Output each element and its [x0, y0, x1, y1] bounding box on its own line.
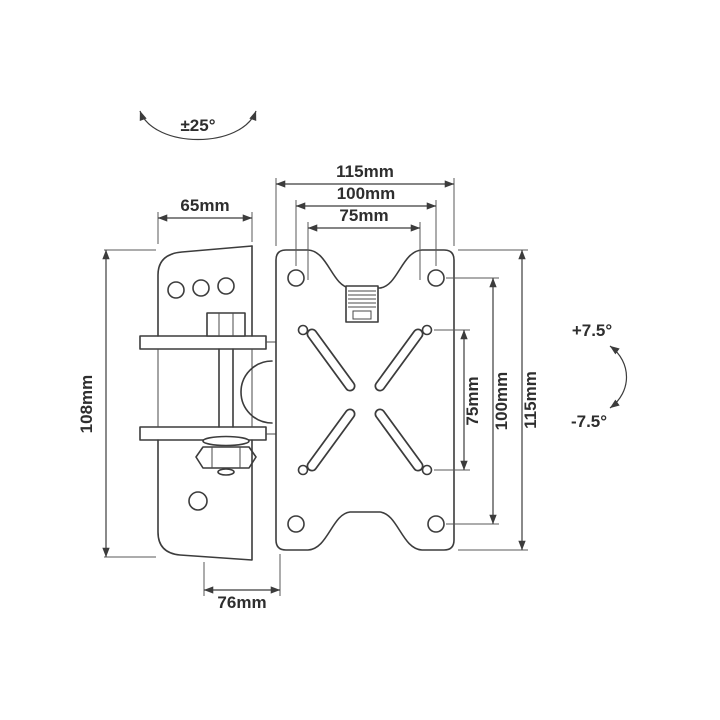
slot-end-hole-1 [297, 324, 309, 336]
vesa-plate-drawing [275, 249, 455, 551]
swivel-joint-arc [240, 360, 273, 424]
vesa-hole-bottom-left [287, 515, 305, 533]
swivel-range-label: ±25° [180, 116, 215, 135]
slot-end-hole-4 [421, 464, 433, 476]
dim-arm-depth: 76mm [217, 593, 266, 612]
vesa-plate-outline [275, 249, 455, 551]
dim-plate-width-mid-group: 100mm [295, 184, 437, 266]
slot-end-hole-3 [297, 464, 309, 476]
wall-bracket-drawing [139, 245, 276, 561]
dim-plate-height-mid: 100mm [492, 372, 511, 431]
dim-bracket-width-group: 65mm [157, 196, 253, 244]
locking-clip-tab [352, 310, 372, 320]
dim-plate-width-outer: 115mm [336, 162, 394, 181]
dim-plate-width-inner-group: 75mm [307, 206, 421, 280]
bracket-top-plate-edge [157, 245, 253, 337]
mounting-slots [306, 328, 424, 472]
bracket-bottom-plate-edge [157, 439, 253, 561]
bolt-tip [217, 468, 235, 476]
dim-arm-depth-group: 76mm [203, 554, 281, 612]
bracket-hole-bottom [188, 491, 208, 511]
dim-plate-height-mid-group: 100mm [446, 277, 511, 525]
bolt-head [206, 312, 246, 337]
joint-link-lines [266, 341, 276, 435]
locking-clip-hatching [348, 290, 376, 308]
vesa-hole-top-left [287, 269, 305, 287]
washer [202, 435, 250, 447]
bolt-shaft [218, 348, 234, 428]
slot-end-hole-2 [421, 324, 433, 336]
swivel-range-indicator: ±25° [139, 110, 257, 140]
hinge-upper-shelf [139, 335, 267, 350]
tilt-arc-arrow [609, 345, 628, 409]
bracket-web-edges [157, 349, 253, 427]
tilt-up-label: +7.5° [572, 321, 613, 340]
tilt-range-indicator: +7.5° -7.5° [571, 321, 628, 431]
bracket-hole-2 [192, 279, 210, 297]
bolt-head-facets [218, 313, 234, 336]
dim-plate-width-inner: 75mm [339, 206, 388, 225]
hex-nut-facets [211, 447, 241, 468]
dim-plate-height-inner-group: 75mm [434, 329, 482, 471]
dim-plate-height-outer: 115mm [521, 371, 540, 429]
dim-plate-height-outer-group: 115mm [458, 249, 540, 551]
bracket-hole-1 [167, 281, 185, 299]
dim-plate-width-outer-group: 115mm [275, 162, 455, 246]
dim-bracket-height: 108mm [77, 375, 96, 434]
hex-nut [195, 446, 257, 469]
locking-clip [345, 285, 379, 323]
dim-bracket-height-group: 108mm [77, 249, 156, 558]
dim-plate-width-mid: 100mm [337, 184, 396, 203]
swivel-arc-arrow [139, 110, 257, 140]
dim-bracket-width: 65mm [180, 196, 229, 215]
bracket-hole-3 [217, 277, 235, 295]
vesa-hole-bottom-right [427, 515, 445, 533]
hinge-lower-shelf [139, 426, 267, 441]
tilt-down-label: -7.5° [571, 412, 607, 431]
dim-plate-height-inner: 75mm [463, 376, 482, 425]
vesa-hole-top-right [427, 269, 445, 287]
